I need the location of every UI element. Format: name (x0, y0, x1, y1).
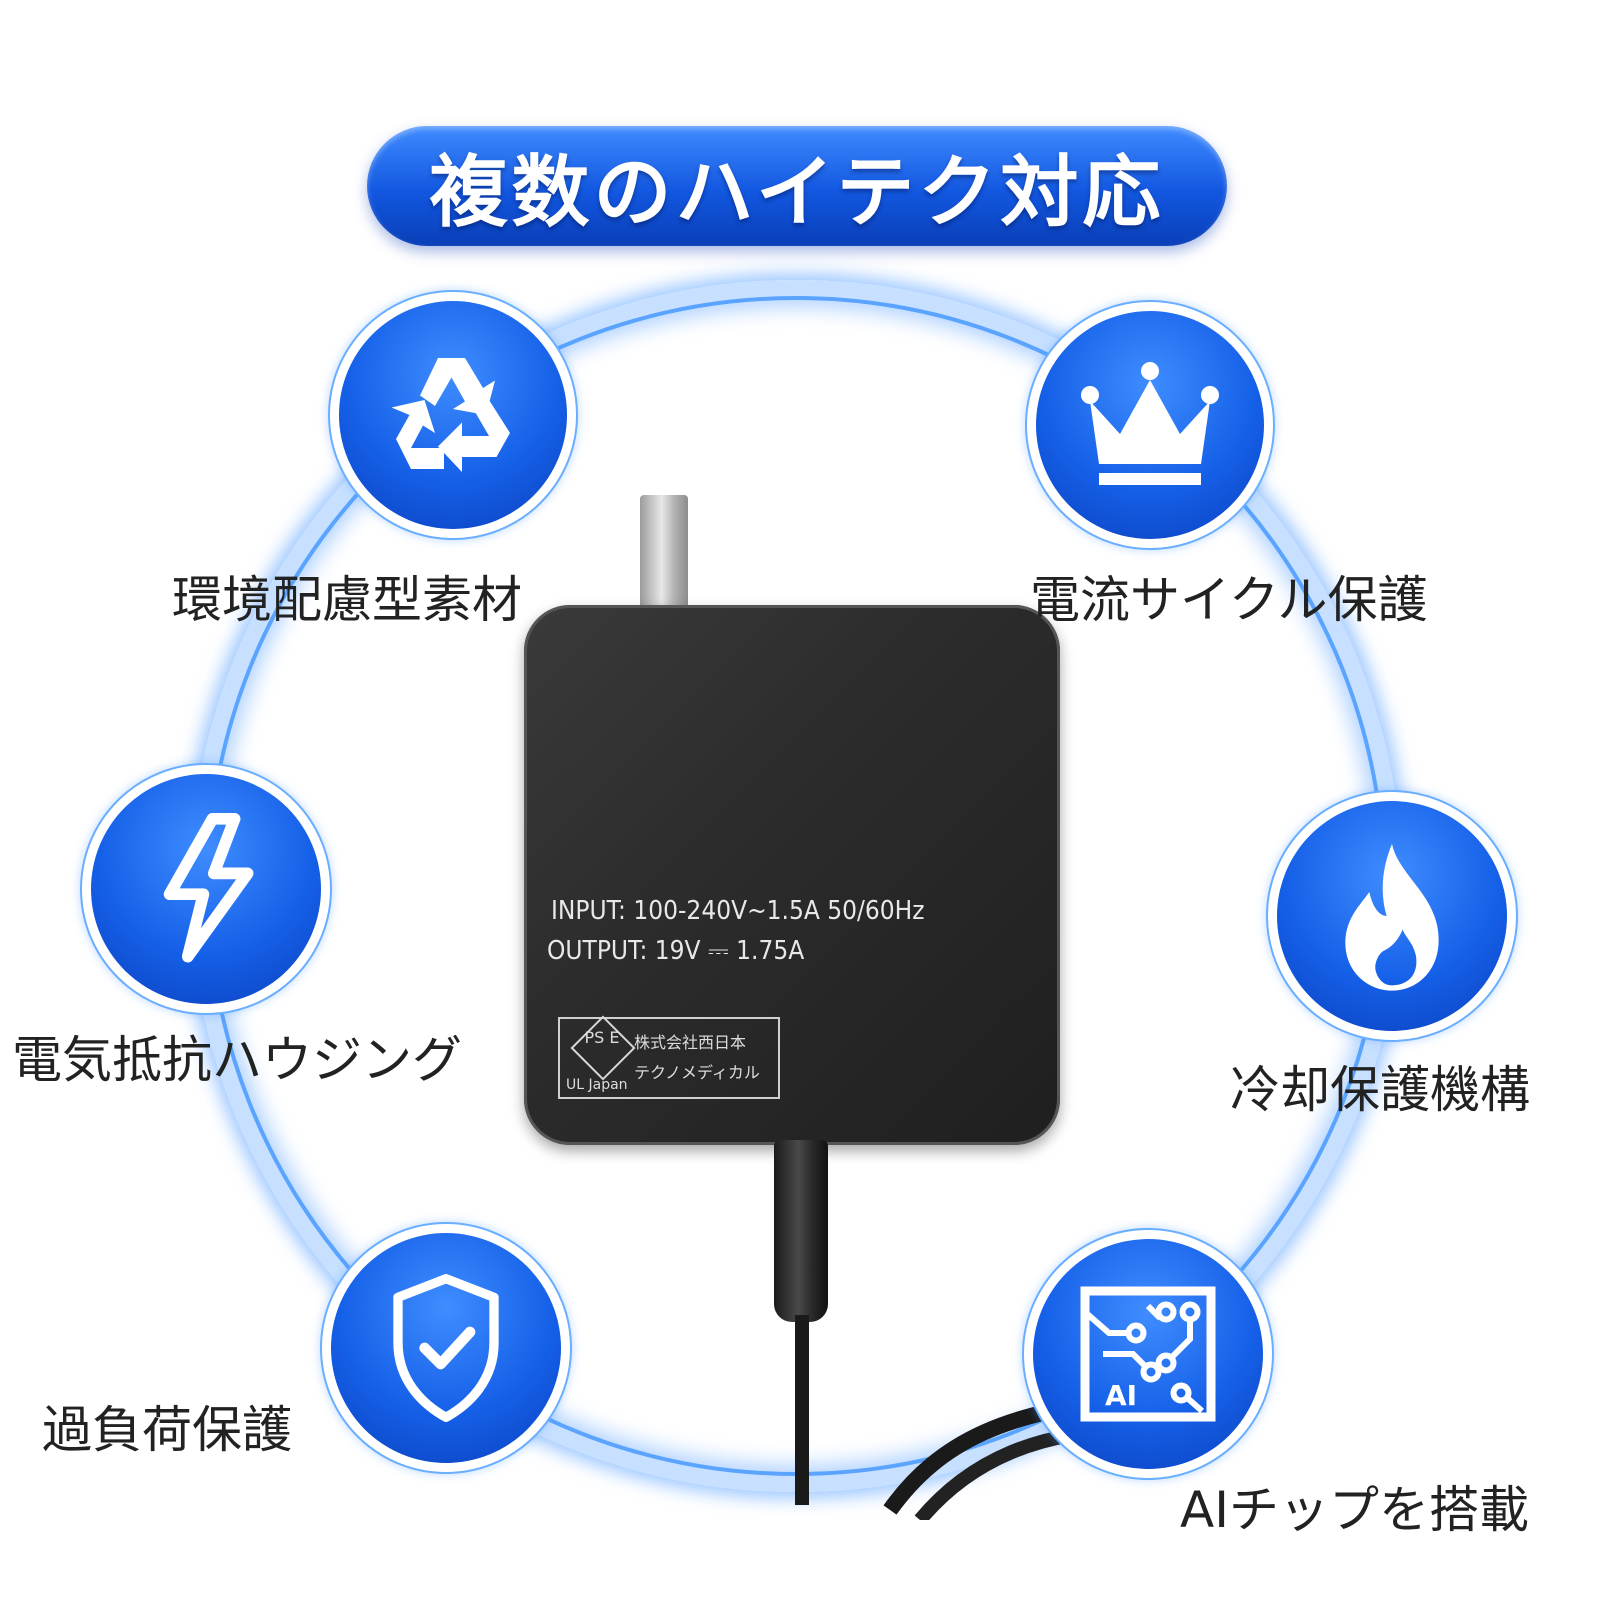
input-spec: INPUT: 100-240V~1.5A 50/60Hz (551, 896, 925, 926)
ai-chip-text: AI (1105, 1379, 1138, 1412)
lightning-icon (163, 812, 254, 963)
power-cable (795, 1315, 809, 1505)
page-title: 複数のハイテク対応 (429, 148, 1165, 238)
feature-label-overload: 過負荷保護 (42, 1401, 292, 1459)
feature-label-current: 電流サイクル保護 (1030, 571, 1428, 629)
recycle-icon (391, 358, 510, 472)
power-adapter (524, 605, 1060, 1145)
feature-badge-current (1025, 300, 1275, 550)
feature-label-eco: 環境配慮型素材 (172, 571, 522, 629)
feature-label-resistance: 電気抵抗ハウジング (12, 1031, 462, 1089)
cable-strain-relief (774, 1140, 828, 1322)
plug-prong (640, 495, 688, 605)
feature-badge-cooling (1266, 790, 1518, 1042)
output-spec: OUTPUT: 19V ⎓ 1.75A (547, 936, 805, 966)
feature-label-cooling: 冷却保護機構 (1230, 1061, 1530, 1119)
pse-diamond-icon (570, 1015, 636, 1081)
feature-label-ai: AIチップを搭載 (1180, 1481, 1529, 1539)
flame-icon (1345, 844, 1439, 991)
certification-label: PS E UL Japan 株式会社西日本 テクノメディカル (558, 1015, 780, 1099)
crown-icon (1081, 362, 1219, 485)
pse-mark: PS E (584, 1028, 620, 1047)
ai-chip-icon (1080, 1286, 1216, 1422)
feature-badge-resistance (80, 763, 332, 1015)
company-name-2: テクノメディカル (634, 1063, 760, 1082)
feature-badge-overload (320, 1222, 572, 1474)
shield-check-icon (393, 1274, 499, 1422)
title-banner: 複数のハイテク対応 (367, 126, 1227, 246)
feature-badge-ai: AI (1022, 1228, 1274, 1480)
cert-body: UL Japan (566, 1077, 628, 1093)
company-name-1: 株式会社西日本 (634, 1033, 747, 1052)
feature-badge-eco (328, 290, 578, 540)
